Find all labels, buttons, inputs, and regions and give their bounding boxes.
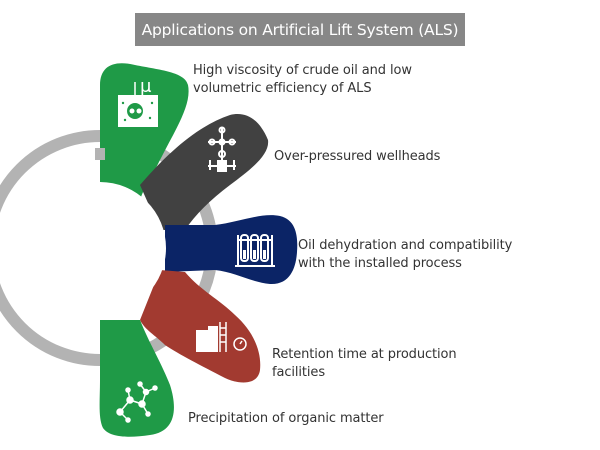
diagram-title: Applications on Artificial Lift System (… — [135, 13, 465, 46]
item-label-wellhead: Over-pressured wellheads — [274, 149, 441, 164]
petal-precipitation — [99, 320, 174, 437]
petal-wellhead — [140, 114, 269, 230]
item-label-retention: Retention time at production facilities — [272, 347, 457, 380]
item-label-precipitation: Precipitation of organic matter — [188, 411, 384, 426]
petal-retention — [140, 270, 261, 383]
facility-timer-icon — [196, 322, 247, 352]
wellhead-icon — [208, 126, 236, 172]
viscosity-icon: μ — [118, 76, 158, 127]
item-label-dehydration: Oil dehydration and compatibility with t… — [298, 238, 513, 271]
svg-text:μ: μ — [140, 76, 152, 97]
center-circle — [34, 182, 166, 314]
ring-connector — [95, 148, 105, 160]
item-label-viscosity: High viscosity of crude oil and low volu… — [193, 63, 412, 96]
molecule-icon — [116, 381, 158, 423]
test-tubes-icon — [235, 234, 275, 267]
